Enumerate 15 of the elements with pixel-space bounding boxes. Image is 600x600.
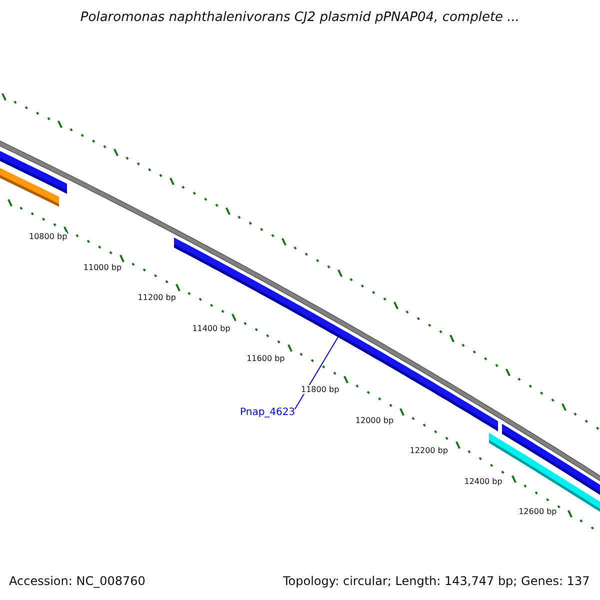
scale-label: 11600 bp xyxy=(246,354,285,364)
scale-label: 11000 bp xyxy=(83,262,122,272)
title: Polaromonas naphthalenivorans CJ2 plasmid pPNAP04, complete ... xyxy=(79,10,521,25)
summary-text: Topology: circular; Length: 143,747 bp; Genes: 137 xyxy=(283,574,590,588)
gene-label: Pnap_4623 xyxy=(240,407,296,418)
scale-label: 12000 bp xyxy=(355,416,394,425)
leader-line xyxy=(294,336,338,410)
scale-label: 12200 bp xyxy=(410,446,448,456)
scale-label: 11800 bp xyxy=(301,385,340,394)
scale-label: 10800 bp xyxy=(29,232,68,241)
scale-label: 11200 bp xyxy=(138,293,176,302)
scale-label: 12600 bp xyxy=(518,507,557,516)
accession-text: Accession: NC_008760 xyxy=(9,574,146,588)
scale-label: 11400 bp xyxy=(192,324,230,333)
scale-label: 12400 bp xyxy=(464,476,502,486)
